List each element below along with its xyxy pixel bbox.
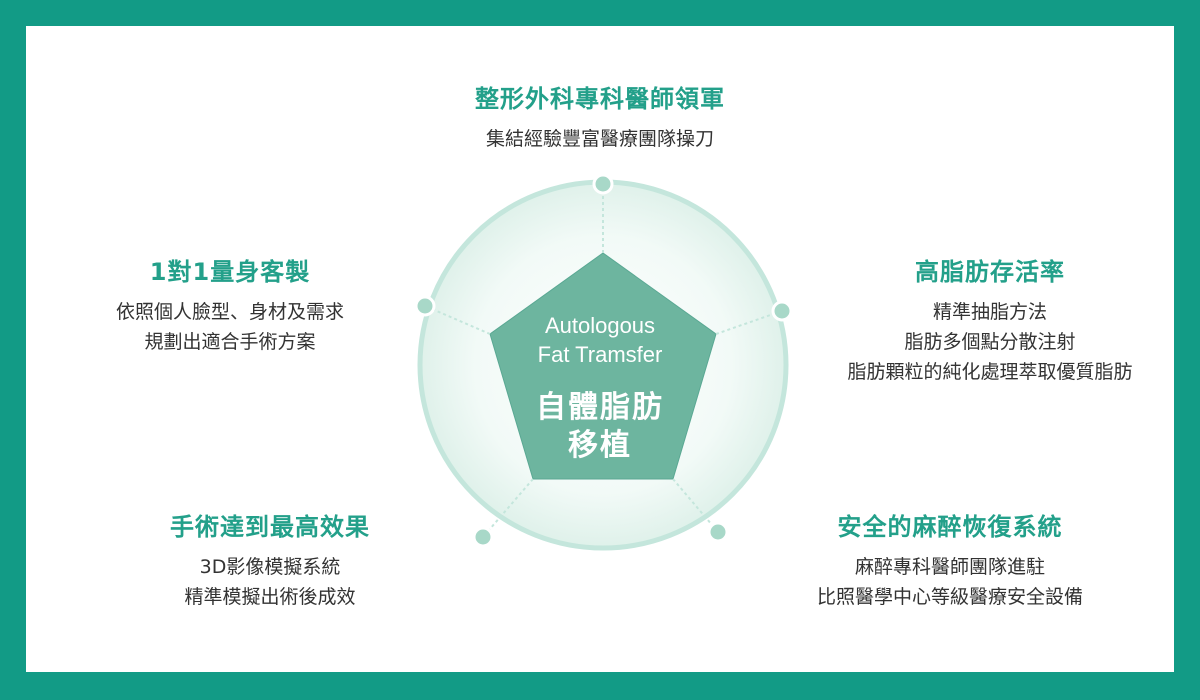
- center-chinese-line2: 移植: [568, 428, 632, 463]
- feature-left-lower-line-1: 3D影像模擬系統: [199, 556, 341, 578]
- feature-left-upper-line-2: 規劃出適合手術方案: [144, 331, 316, 353]
- feature-right-lower-title: 安全的麻醉恢復系統: [837, 513, 1063, 541]
- feature-right-lower-line-1: 麻醉專科醫師團隊進駐: [854, 556, 1045, 578]
- feature-left-upper: 1對1量身客製 依照個人臉型、身材及需求 規劃出適合手術方案: [60, 257, 400, 357]
- feature-top-line-1: 集結經驗豐富醫療團隊操刀: [485, 128, 714, 150]
- node-top-dot: [592, 173, 614, 195]
- feature-top: 整形外科專科醫師領軍 集結經驗豐富醫療團隊操刀: [400, 84, 800, 154]
- node-left-lower-dot: [472, 526, 494, 548]
- feature-right-upper: 高脂肪存活率 精準抽脂方法 脂肪多個點分散注射 脂肪顆粒的純化處理萃取優質脂肪: [800, 257, 1180, 387]
- node-left-upper-dot: [414, 295, 436, 317]
- feature-left-lower: 手術達到最高效果 3D影像模擬系統 精準模擬出術後成效: [110, 512, 430, 612]
- feature-top-title: 整形外科專科醫師領軍: [475, 85, 725, 113]
- feature-right-upper-line-1: 精準抽脂方法: [932, 301, 1047, 323]
- center-english-line2: Fat Tramsfer: [537, 342, 663, 367]
- node-right-lower-dot: [707, 521, 729, 543]
- feature-right-lower-line-2: 比照醫學中心等級醫療安全設備: [816, 586, 1083, 608]
- feature-left-lower-line-2: 精準模擬出術後成效: [184, 586, 356, 608]
- spokes: [424, 184, 783, 538]
- feature-right-lower: 安全的麻醉恢復系統 麻醉專科醫師團隊進駐 比照醫學中心等級醫療安全設備: [770, 512, 1130, 612]
- feature-right-upper-line-3: 脂肪顆粒的純化處理萃取優質脂肪: [847, 361, 1133, 383]
- center-english-line1: Autologous: [544, 313, 656, 338]
- feature-left-upper-line-1: 依照個人臉型、身材及需求: [115, 301, 344, 323]
- feature-left-lower-title: 手術達到最高效果: [170, 513, 370, 541]
- inner-pentagon: [489, 252, 717, 480]
- feature-right-upper-line-2: 脂肪多個點分散注射: [904, 331, 1076, 353]
- center-chinese-line1: 自體脂肪: [536, 390, 664, 425]
- feature-right-upper-title: 高脂肪存活率: [915, 258, 1065, 286]
- feature-left-upper-title: 1對1量身客製: [149, 258, 311, 286]
- node-right-upper-dot: [771, 300, 793, 322]
